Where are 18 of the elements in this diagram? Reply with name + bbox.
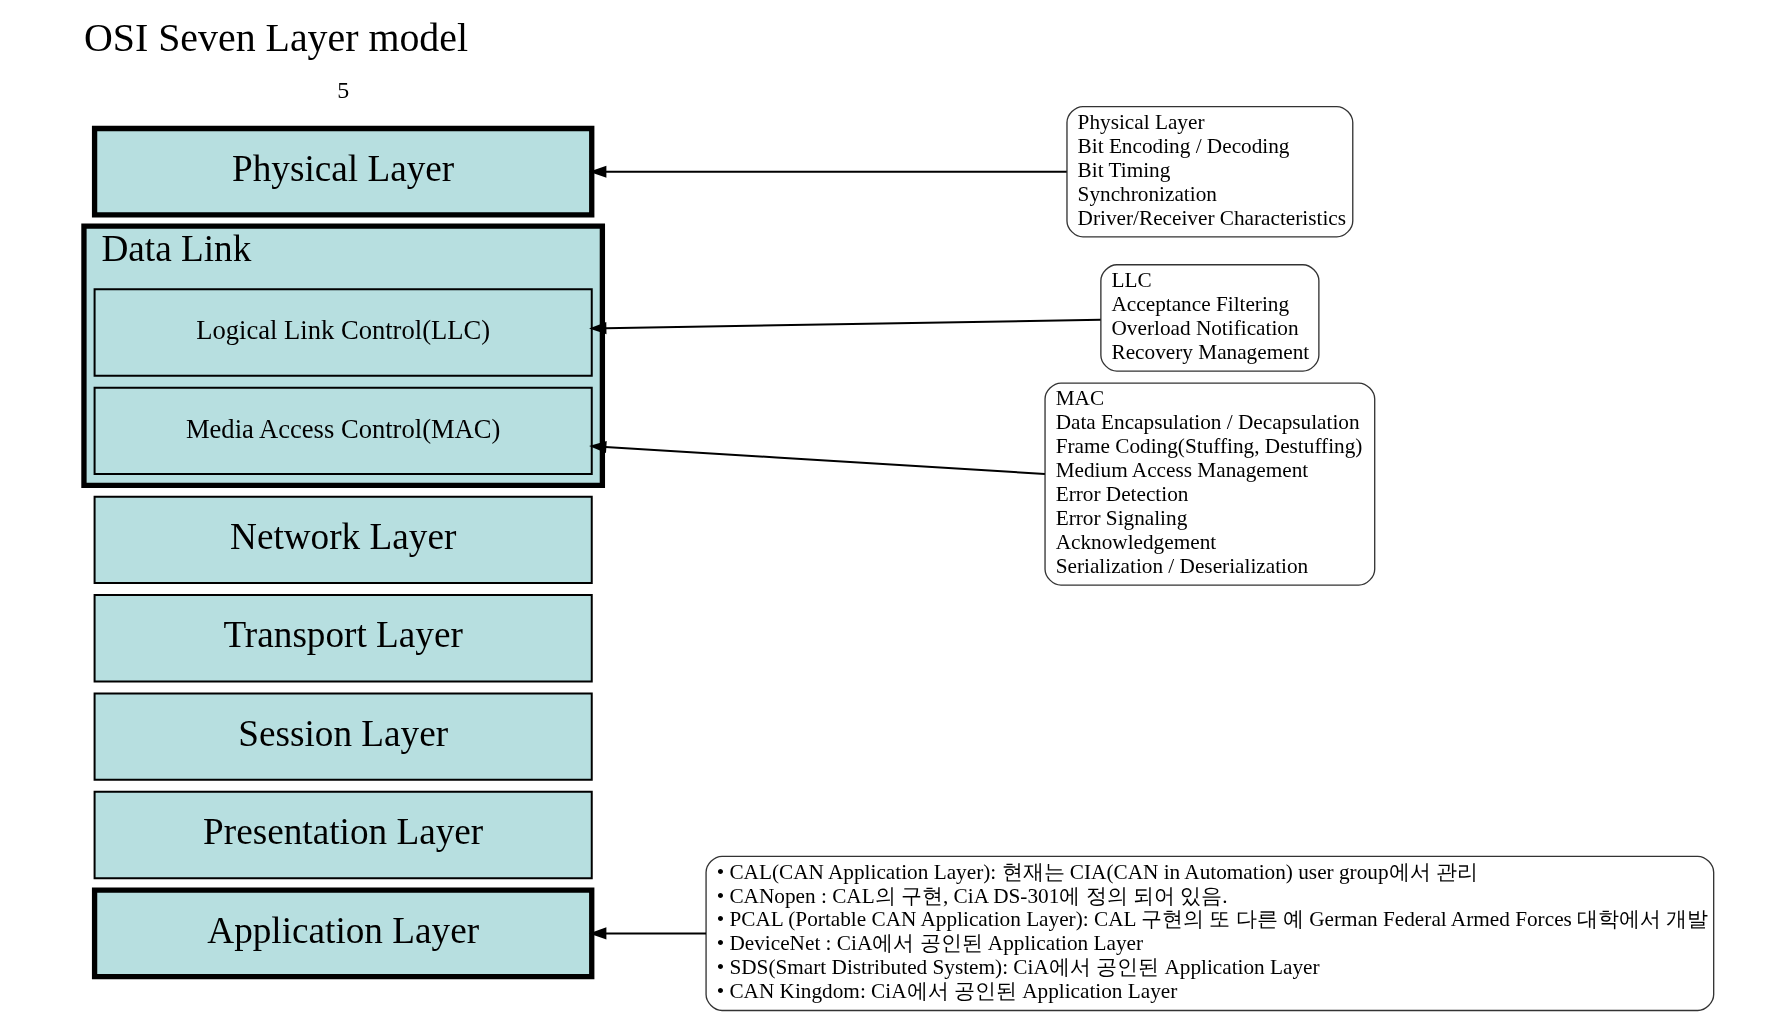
- arrow: [588, 165, 1068, 178]
- label: 5: [336, 76, 349, 103]
- node-box: • CAL(CAN Application Layer): 현재는 CIA(CAN in Automation) user group에서 관리 • CANopen : CAL의 구현, CiA DS-301에 정의 되어 있음. • PCAL (Portable CAN Application Layer): CAL 구현의 또 다른 예 German Federal Armed Forces 대학에서 개발 • DeviceNet : CiA에서 공인된 Application Layer • SDS(Smart Distributed System): CiA에서 공인된 Application Layer • CAN Kingdom: CiA에서 공인된 Application Layer: [704, 855, 1714, 1012]
- node-box: Transport Layer: [93, 594, 593, 683]
- node-box: Physical Layer Bit Encoding / Decoding Bit Timing Synchronization Driver/Receiver Characteristics: [1065, 105, 1353, 238]
- node-box: Application Layer: [91, 887, 594, 980]
- arrow: [588, 318, 1102, 335]
- node-box: Physical Layer: [91, 125, 594, 218]
- node-box: MAC Data Encapsulation / Decapsulation Frame Coding(Stuffing, Destuffing) Medium Access Management Error Detection Error Signaling Acknowledgement Serialization / Deserialization: [1043, 382, 1375, 586]
- arrow: [588, 441, 1046, 475]
- node-box: Presentation Layer: [93, 790, 593, 880]
- node-box: Media Access Control(MAC): [93, 386, 593, 476]
- node-box: LLC Acceptance Filtering Overload Notification Recovery Management: [1099, 264, 1320, 372]
- node-box: Logical Link Control(LLC): [93, 288, 593, 377]
- diagram-title: OSI Seven Layer model: [83, 14, 468, 60]
- arrow: [588, 927, 707, 940]
- node-box: Session Layer: [93, 692, 593, 781]
- node-box: Network Layer: [93, 495, 593, 585]
